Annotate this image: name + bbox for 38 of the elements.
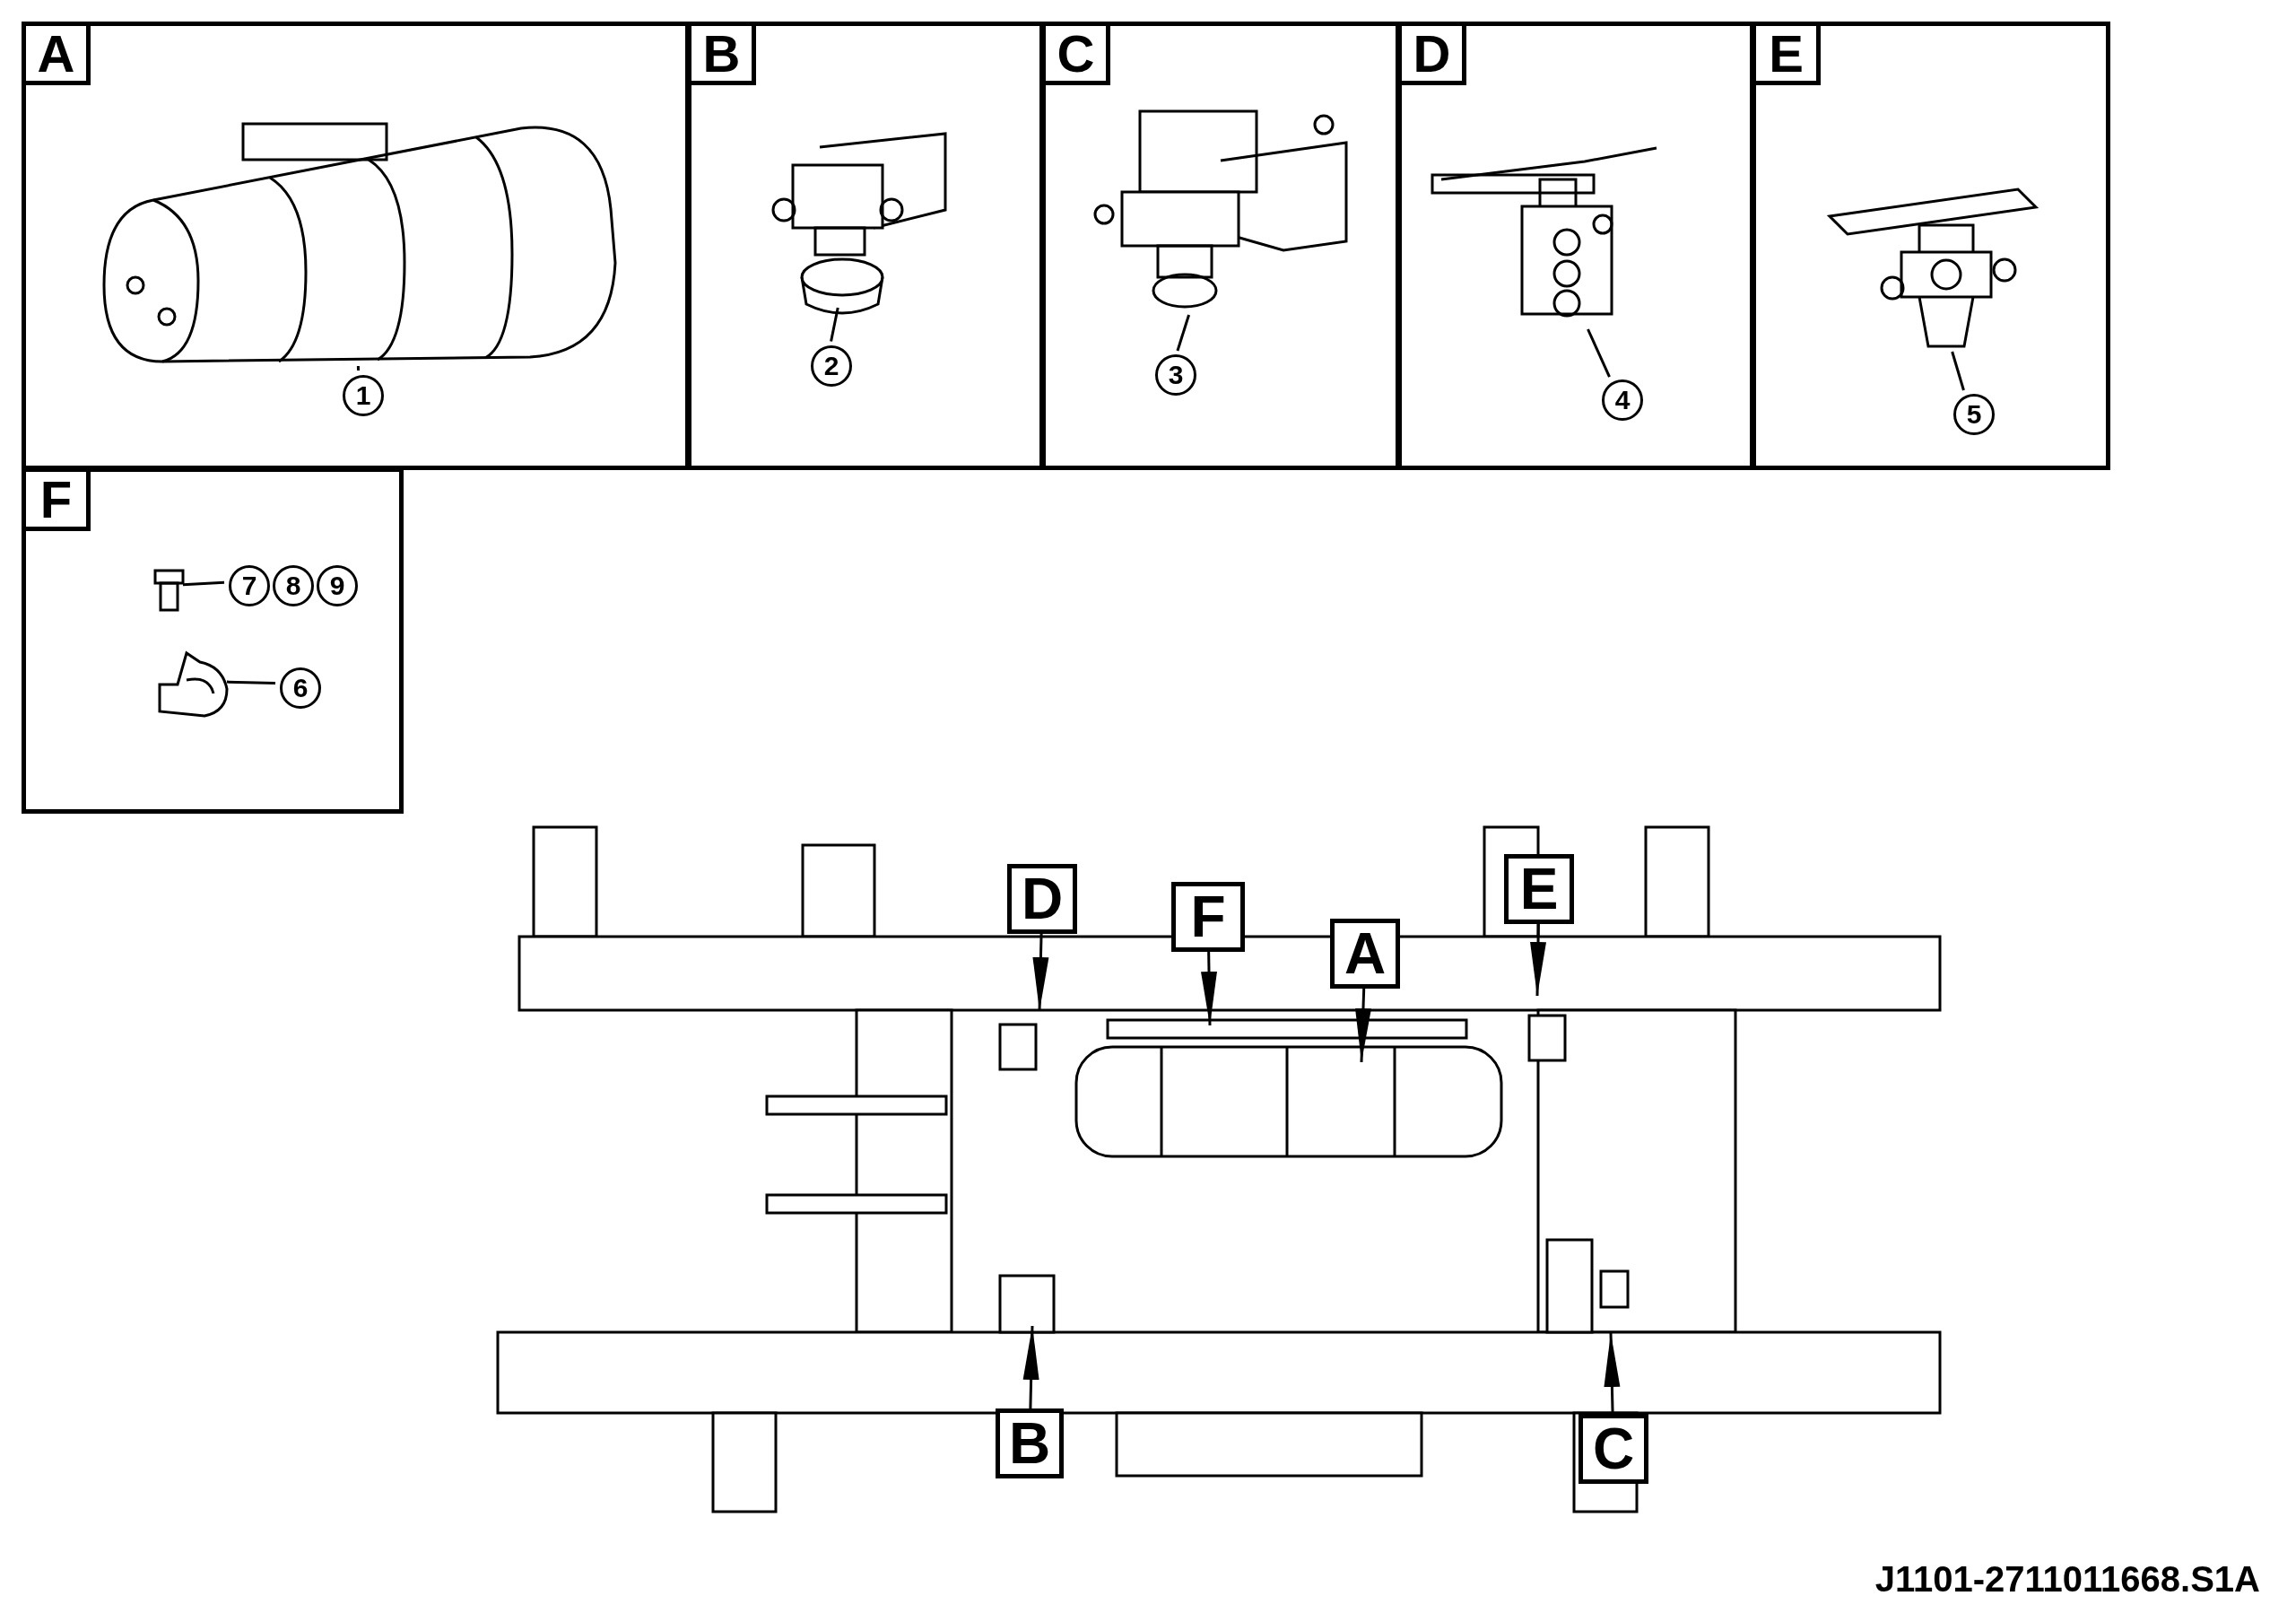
callout-number: 9	[317, 565, 358, 606]
callout-number: 7	[229, 565, 270, 606]
callout-number: 3	[1155, 354, 1196, 396]
leader-line	[356, 365, 360, 371]
leader-arrow	[1355, 988, 1371, 1063]
callout-letter: A	[1330, 919, 1400, 989]
callout-number: 2	[811, 345, 852, 387]
detail-panel	[22, 22, 690, 470]
callout-number: 1	[343, 375, 384, 416]
callout-number: 6	[280, 667, 321, 709]
detail-panel	[22, 467, 404, 814]
callout-letter: E	[1504, 854, 1574, 924]
panel-letter: E	[1756, 26, 1821, 85]
detail-panel	[687, 22, 1044, 470]
leader-line	[182, 580, 225, 587]
leader-line	[1951, 351, 1965, 391]
panel-letter: A	[26, 26, 91, 85]
callout-number: 8	[273, 565, 314, 606]
drawing-number: J1101-2711011668.S1A	[1874, 1559, 2260, 1600]
detail-panel	[1752, 22, 2110, 470]
detail-panel	[1397, 22, 1754, 470]
leader-arrow	[1201, 951, 1217, 1026]
panel-letter: F	[26, 472, 91, 531]
callout-number: 5	[1953, 394, 1995, 435]
leader-line	[226, 680, 276, 685]
leader-arrow	[1022, 1325, 1039, 1409]
detail-panel	[1041, 22, 1400, 470]
panel-letter: B	[691, 26, 756, 85]
callout-letter: D	[1007, 864, 1077, 934]
callout-letter: C	[1578, 1414, 1648, 1484]
panel-letter: C	[1046, 26, 1110, 85]
leader-line	[1587, 328, 1611, 378]
callout-letter: B	[996, 1408, 1064, 1478]
panel-letter: D	[1402, 26, 1466, 85]
callout-letter: F	[1171, 882, 1245, 952]
leader-line	[1176, 314, 1190, 352]
callout-number: 4	[1602, 379, 1643, 421]
leader-line	[830, 307, 839, 342]
